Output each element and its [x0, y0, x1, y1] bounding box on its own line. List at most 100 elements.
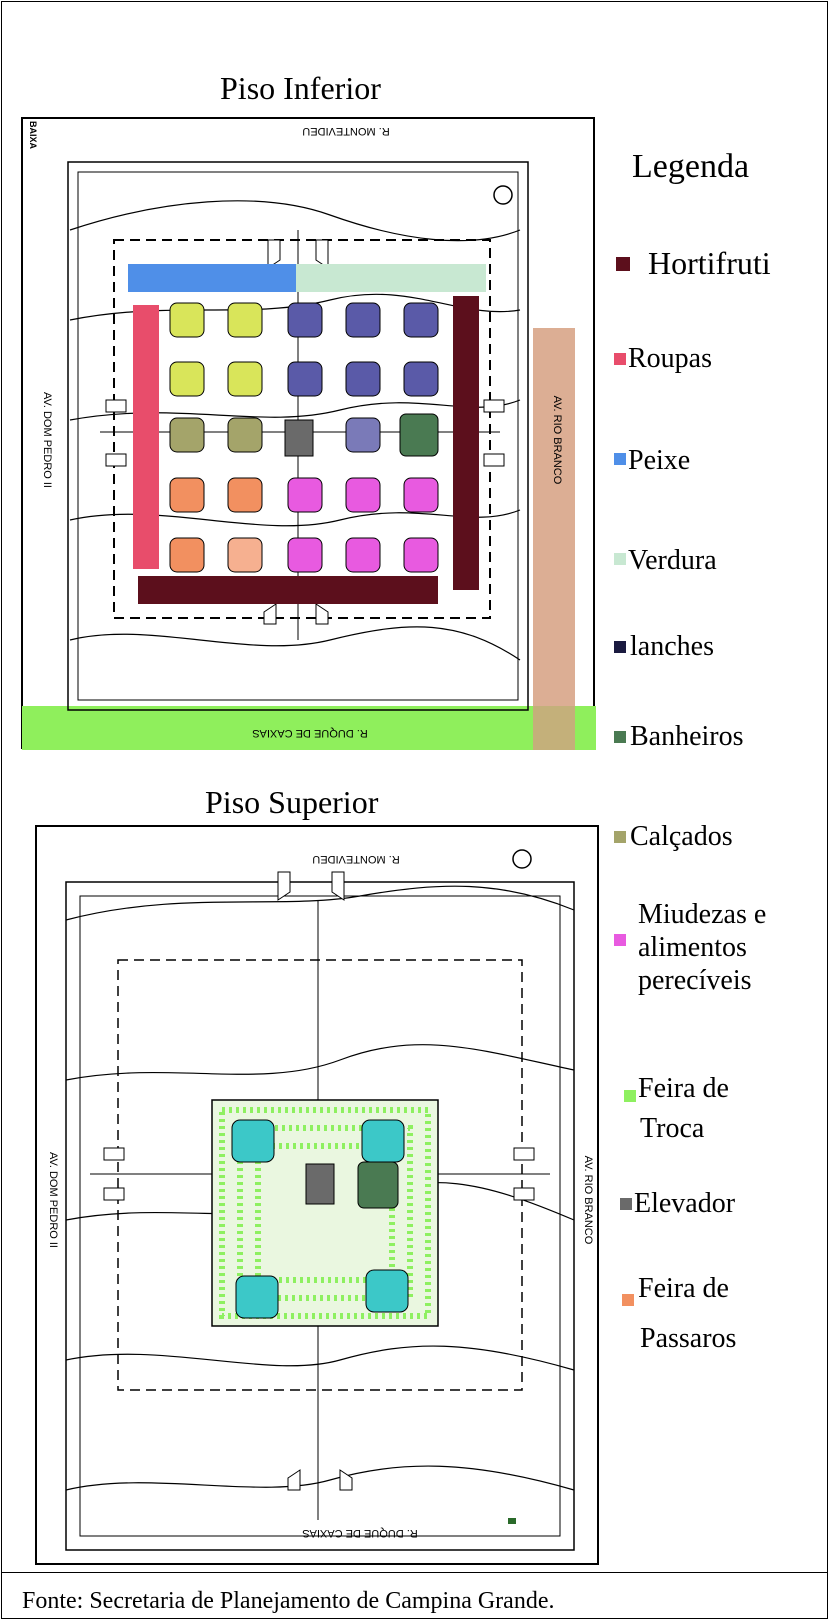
lower-stall-lanches — [345, 361, 381, 397]
figure-frame — [1, 1, 828, 1573]
lower-outer-outline — [67, 161, 529, 711]
lower-contour-line — [69, 200, 521, 242]
upper-floor-plan: R. MONTEVIDEU R. DUQUE DE CAXIAS AV. DOM… — [35, 825, 599, 1565]
upper-outer-outline — [65, 881, 575, 1551]
lower-stall-elevador — [284, 419, 314, 457]
upper-contour-line — [65, 1044, 575, 1081]
legend-label-peixe: Peixe — [628, 445, 691, 476]
upper-stair — [103, 1147, 125, 1161]
upper-street-top: R. MONTEVIDEU — [312, 853, 399, 865]
lower-zone-roupas — [133, 305, 159, 569]
legend-label-feira-de-passaros-2: Passaros — [640, 1323, 737, 1354]
upper-contour-line — [65, 1465, 575, 1491]
lower-stall-lanches — [403, 302, 439, 338]
lower-stall-calcados — [169, 302, 205, 338]
legend-swatch-feira-de-troca — [624, 1090, 636, 1102]
lower-contour-line — [69, 626, 521, 661]
upper-corner-marker — [508, 1518, 516, 1524]
lower-stall-miudezas — [403, 537, 439, 573]
lower-stair — [315, 603, 329, 625]
lower-stall-miudezas — [345, 477, 381, 513]
upper-stair — [339, 1469, 353, 1491]
upper-stair — [513, 1187, 535, 1201]
legend-label-lanches: lanches — [630, 631, 714, 662]
upper-street-bottom: R. DUQUE DE CAXIAS — [302, 1527, 418, 1539]
upper-dashed-outline — [117, 959, 523, 1391]
lower-stall-lanches — [345, 302, 381, 338]
legend-label-hortifruti: Hortifruti — [648, 245, 771, 281]
legend-label-banheiros: Banheiros — [630, 721, 744, 752]
lower-corner-label: BAIXA — [28, 121, 38, 150]
lower-stall-calcados — [227, 302, 263, 338]
upper-zone-feira-grid — [219, 1107, 431, 1319]
upper-zone-feira-grid — [237, 1125, 413, 1301]
lower-zone-peixe — [128, 264, 296, 292]
upper-inner-outline — [79, 895, 561, 1537]
upper-stall-cyan — [361, 1119, 405, 1163]
upper-contour-line — [65, 885, 575, 921]
source-caption: Fonte: Secretaria de Planejamento de Cam… — [22, 1588, 555, 1614]
lower-street-bottom: R. DUQUE DE CAXIAS — [252, 727, 368, 739]
legend-label-miudezas-3: perecíveis — [638, 965, 752, 996]
lower-stall-miudezas — [287, 537, 323, 573]
lower-stair — [267, 239, 281, 269]
upper-stall-cyan — [365, 1269, 409, 1313]
lower-zone-hortifruti-right — [453, 296, 479, 590]
upper-stair — [513, 1147, 535, 1161]
lower-stall-lanches — [287, 302, 323, 338]
lower-floor-title: Piso Inferior — [220, 70, 381, 106]
legend-swatch-banheiros — [614, 731, 626, 743]
lower-stall-lanches — [287, 361, 323, 397]
upper-zone-feira-grid — [255, 1143, 395, 1283]
legend-swatch-hortifruti — [616, 257, 630, 271]
legend-label-feira-de-passaros-1: Feira de — [638, 1273, 729, 1304]
lower-stall-miudezas — [287, 477, 323, 513]
legend-label-feira-de-troca-2: Troca — [640, 1113, 705, 1144]
legend-label-roupas: Roupas — [628, 343, 712, 374]
upper-stall-banheiros — [357, 1161, 399, 1209]
legend-swatch-verdura — [614, 553, 626, 565]
lower-stair — [105, 399, 127, 413]
lower-stall-miudezas — [345, 537, 381, 573]
legend-label-miudezas-1: Miudezas e — [638, 899, 767, 930]
lower-stair — [263, 603, 277, 625]
lower-stall-passaros — [169, 537, 205, 573]
lower-stall-calcados — [169, 417, 205, 453]
lower-street-rio-branco-band — [533, 328, 575, 750]
legend-swatch-peixe — [614, 453, 626, 465]
legend-swatch-feira-de-passaros — [622, 1294, 634, 1306]
lower-zone-verdura — [296, 264, 486, 292]
lower-dashed-outline — [113, 239, 491, 619]
legend-swatch-miudezas — [614, 934, 626, 946]
lower-stall-lanches — [403, 361, 439, 397]
lower-stall-banheiros — [399, 413, 439, 457]
lower-stall-calcados — [227, 361, 263, 397]
lower-street-left: AV. DOM PEDRO II — [41, 392, 53, 488]
legend-label-verdura: Verdura — [628, 545, 717, 576]
lower-tree-symbol — [493, 185, 513, 205]
lower-street-right: AV. RIO BRANCO — [551, 396, 563, 485]
lower-stall-calcados — [227, 417, 263, 453]
legend-title: Legenda — [632, 148, 750, 185]
lower-stair — [105, 453, 127, 467]
legend-label-calcados: Calçados — [630, 821, 733, 852]
upper-stall-cyan — [231, 1119, 275, 1163]
upper-stall-elevador — [305, 1163, 335, 1205]
legend-label-miudezas-2: alimentos — [638, 932, 747, 963]
upper-street-right: AV. RIO BRANCO — [582, 1156, 594, 1245]
legend-swatch-calcados — [614, 831, 626, 843]
lower-stair — [483, 399, 505, 413]
upper-stair — [277, 871, 291, 901]
upper-street-left: AV. DOM PEDRO II — [47, 1152, 59, 1248]
legend-swatch-elevador — [620, 1198, 632, 1210]
legend-label-feira-de-troca-1: Feira de — [638, 1073, 729, 1104]
legend-swatch-roupas — [614, 353, 626, 365]
upper-stair — [103, 1187, 125, 1201]
lower-stall-passaros — [227, 477, 263, 513]
upper-stair — [331, 871, 345, 901]
upper-floor-title: Piso Superior — [205, 784, 379, 820]
lower-street-top: R. MONTEVIDEU — [302, 125, 389, 137]
lower-stair — [483, 453, 505, 467]
lower-street-duque-band — [22, 706, 596, 750]
upper-stair — [287, 1469, 301, 1491]
